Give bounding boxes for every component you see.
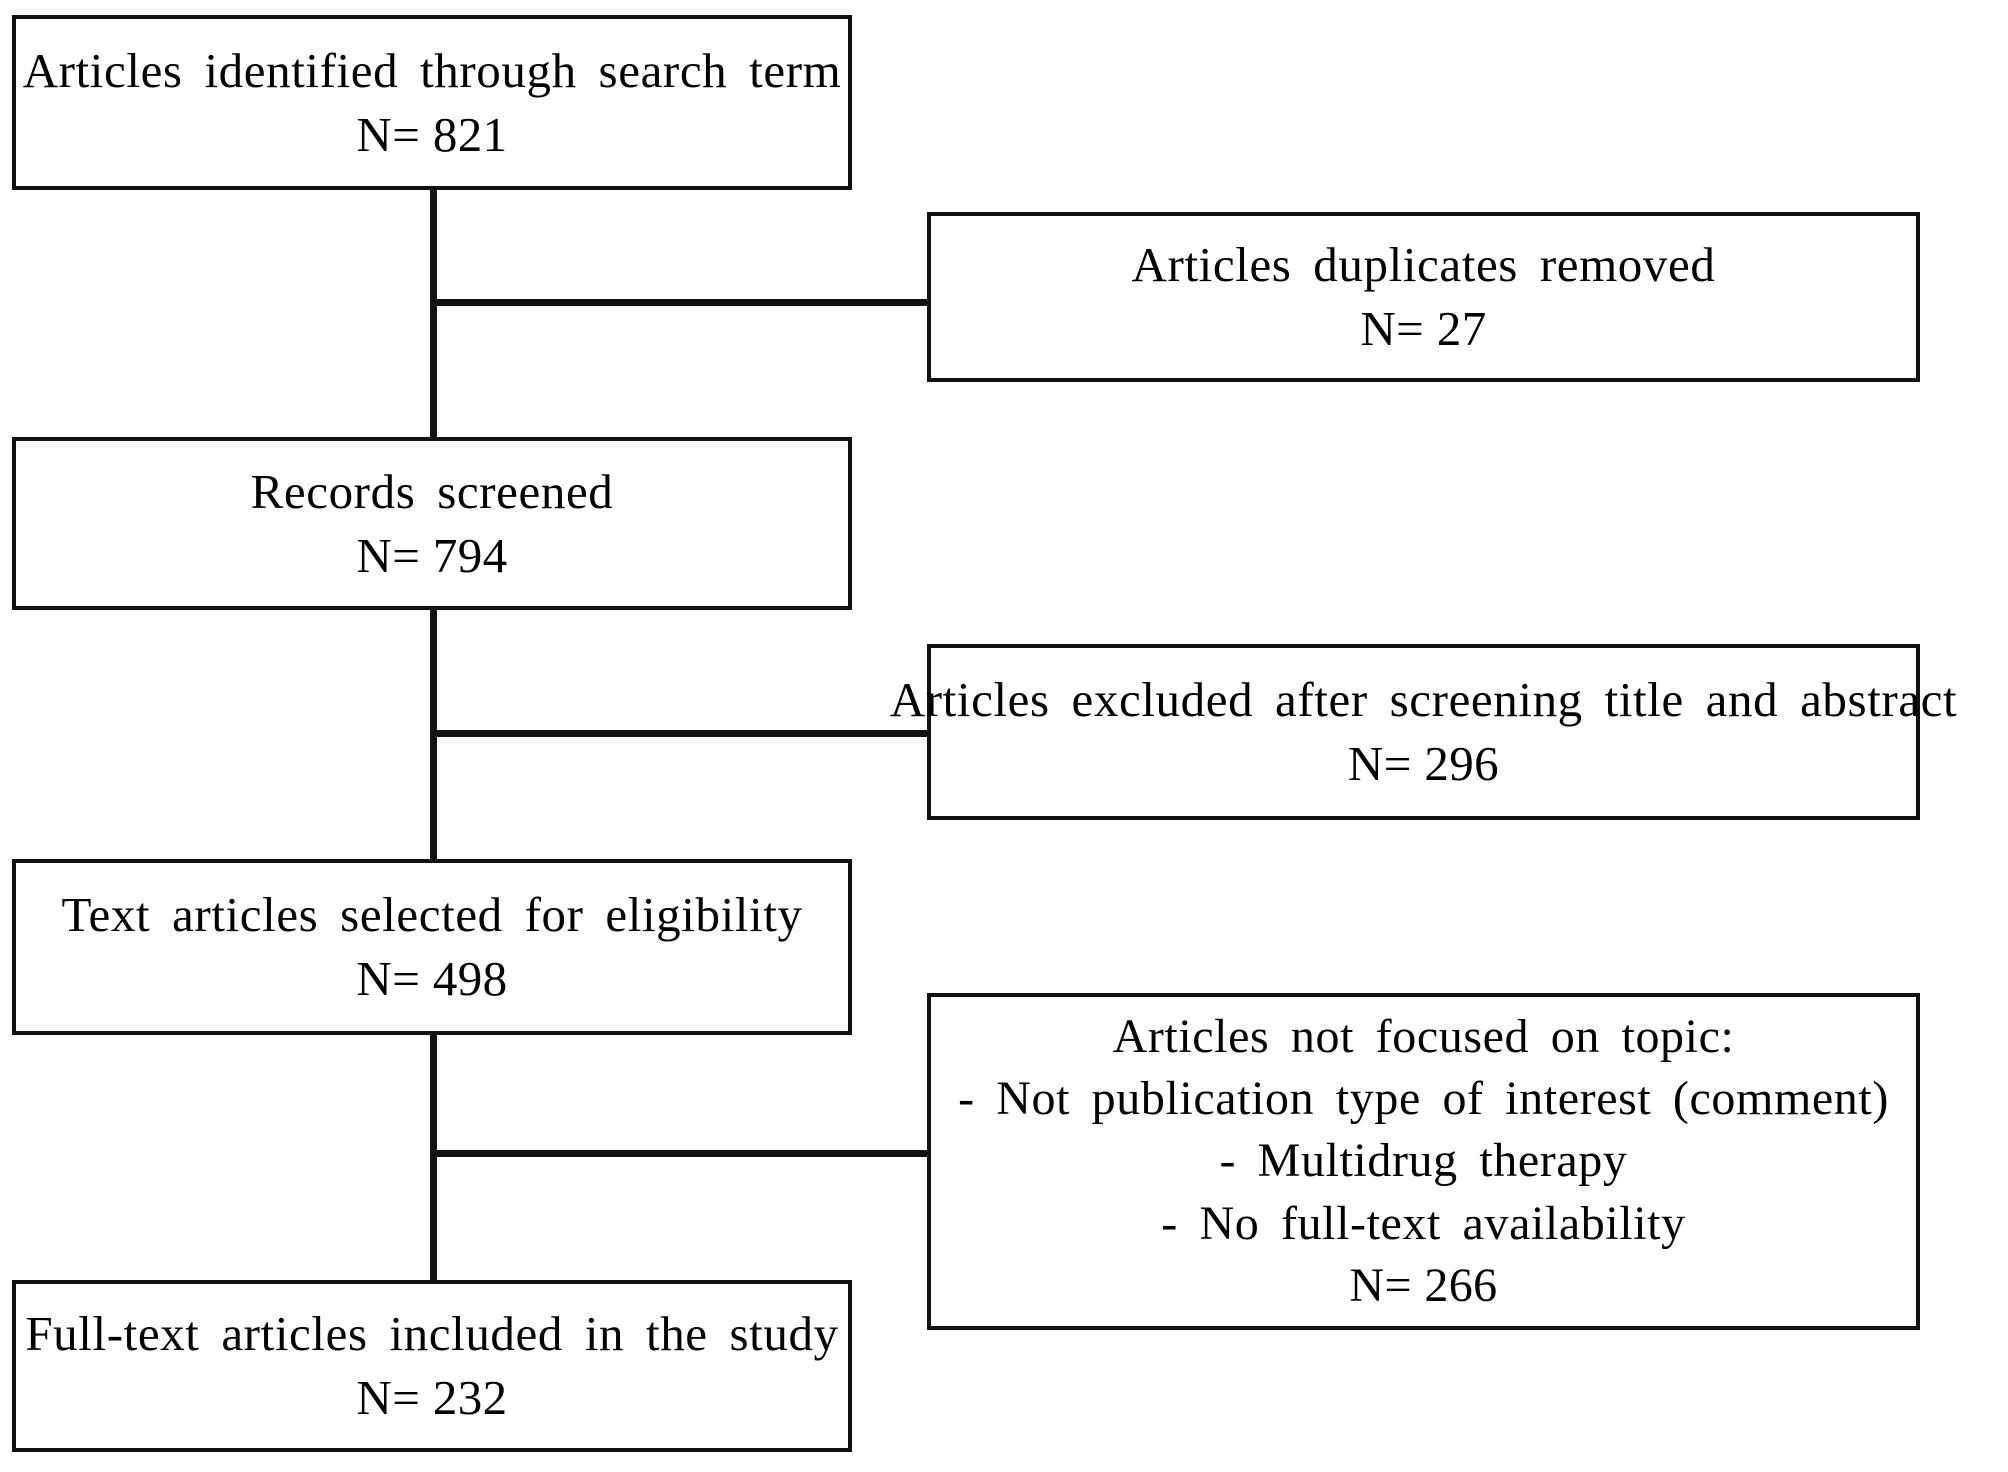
box-articles-identified: Articles identified through search term … bbox=[12, 15, 852, 190]
box-articles-excluded-title-abstract: Articles excluded after screening title … bbox=[890, 644, 1957, 820]
box-articles-duplicates-removed: Articles duplicates removed N= 27 bbox=[927, 212, 1920, 382]
connector-identified-to-screened bbox=[430, 188, 437, 440]
connector-eligibility-to-included bbox=[430, 1033, 437, 1283]
text-articles-eligibility-label: Text articles selected for eligibility bbox=[61, 887, 803, 943]
box-full-text-articles-included: Full-text articles included in the study… bbox=[12, 1280, 852, 1452]
not-focused-reason-2: - Multidrug therapy bbox=[1219, 1134, 1628, 1188]
box-records-screened: Records screened N= 794 bbox=[12, 437, 852, 610]
full-text-included-label: Full-text articles included in the study bbox=[25, 1306, 839, 1362]
text-articles-eligibility-count: N= 498 bbox=[356, 951, 508, 1006]
box-articles-not-focused: Articles not focused on topic: - Not pub… bbox=[927, 993, 1920, 1330]
records-screened-label: Records screened bbox=[250, 463, 614, 519]
articles-identified-label: Articles identified through search term bbox=[22, 42, 842, 98]
box-text-articles-eligibility: Text articles selected for eligibility N… bbox=[12, 859, 852, 1035]
excluded-title-abstract-count: N= 296 bbox=[1347, 736, 1500, 791]
not-focused-reason-1: - Not publication type of interest (comm… bbox=[958, 1071, 1889, 1125]
connector-to-excluded-title-abstract bbox=[430, 730, 930, 737]
duplicates-removed-count: N= 27 bbox=[1360, 301, 1487, 356]
articles-identified-count: N= 821 bbox=[356, 106, 508, 162]
duplicates-removed-label: Articles duplicates removed bbox=[1131, 237, 1716, 293]
excluded-title-abstract-label: Articles excluded after screening title … bbox=[889, 672, 1958, 728]
records-screened-count: N= 794 bbox=[356, 527, 508, 583]
full-text-included-count: N= 232 bbox=[356, 1370, 508, 1425]
not-focused-reason-3: - No full-text availability bbox=[1161, 1196, 1686, 1250]
not-focused-heading: Articles not focused on topic: bbox=[1112, 1009, 1735, 1063]
connector-to-duplicates-removed bbox=[430, 299, 930, 306]
connector-to-not-focused bbox=[430, 1150, 930, 1157]
not-focused-count: N= 266 bbox=[1349, 1259, 1498, 1313]
